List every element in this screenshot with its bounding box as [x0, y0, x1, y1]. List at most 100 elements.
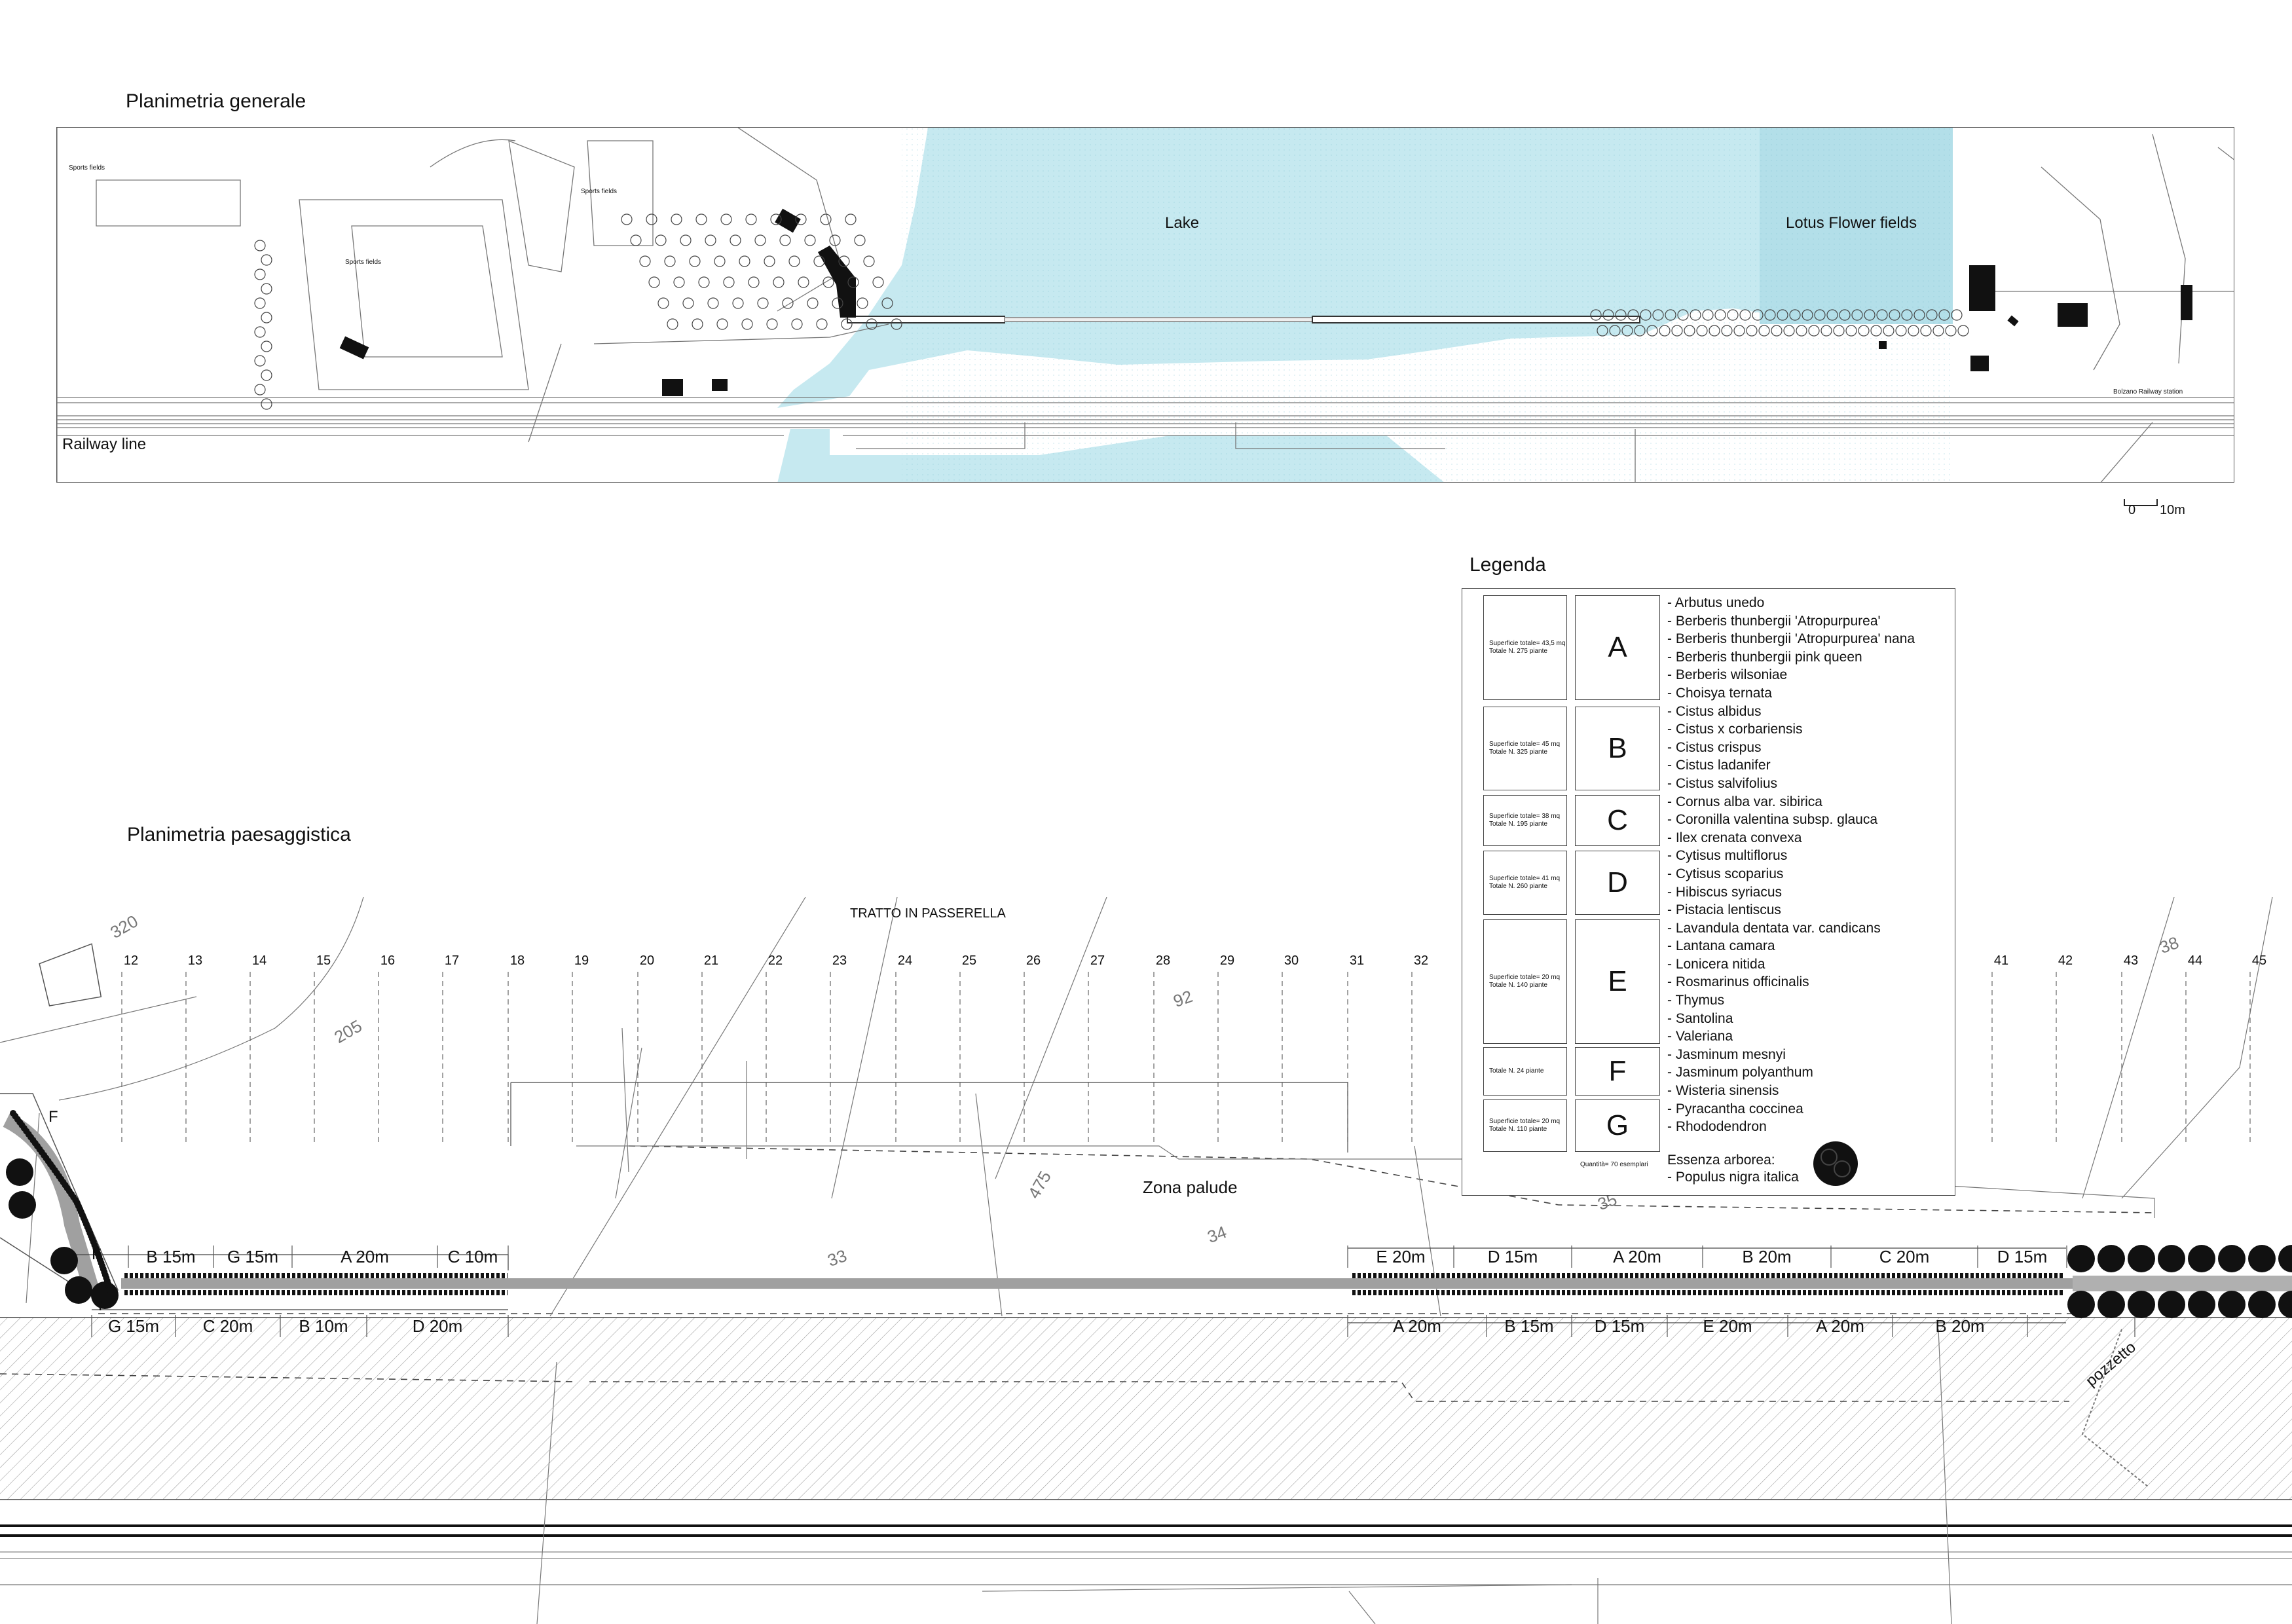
species-item: - Cornus alba var. sibirica [1667, 794, 1822, 809]
embankment-hatch [0, 1318, 2292, 1500]
landscape-plan-title: Planimetria paesaggistica [127, 824, 351, 845]
segment-label: C 10m [447, 1247, 498, 1266]
station-number: 19 [574, 953, 589, 968]
f-label-3: F [98, 1297, 108, 1314]
legend-info-f: Totale N. 24 piante [1483, 1047, 1567, 1096]
station-number: 32 [1413, 953, 1429, 968]
legend-letter-e: E [1575, 919, 1660, 1044]
species-item: - Cistus ladanifer [1667, 758, 1771, 773]
station-number: 14 [251, 953, 267, 968]
species-item: - Hibiscus syriacus [1667, 884, 1783, 900]
sports-fields-label-2: Sports fields [345, 259, 382, 266]
station-label: Bolzano Railway station [2113, 388, 2183, 396]
segment-label: A 20m [1613, 1247, 1661, 1266]
species-item: - Santolina [1667, 1010, 1733, 1026]
segment-label: C 20m [202, 1316, 253, 1336]
tree-quantity: Quantità= 70 esemplari [1580, 1161, 1648, 1168]
segment-label: E 20m [1703, 1316, 1752, 1336]
segment-label: D 15m [1594, 1316, 1645, 1336]
segment-label: D 15m [1487, 1247, 1538, 1266]
species-item: - Thymus [1667, 993, 1725, 1008]
species-item: - Lantana camara [1667, 938, 1775, 954]
f-label-1: F [48, 1108, 58, 1126]
passerella-label: TRATTO IN PASSERELLA [850, 906, 1006, 921]
station-number: 25 [961, 953, 977, 968]
poplar-tree-icon [1813, 1141, 1858, 1186]
segment-label: D 15m [1997, 1247, 2048, 1266]
species-item: - Berberis wilsoniae [1667, 667, 1788, 683]
station-number: 44 [2187, 953, 2203, 968]
legend-letter-a: A [1575, 595, 1660, 700]
species-item: - Cistus crispus [1667, 739, 1762, 755]
station-number: 30 [1284, 953, 1299, 968]
species-item: - Arbutus unedo [1667, 595, 1765, 610]
species-list: - Arbutus unedo - Berberis thunbergii 'At… [1667, 594, 1915, 1136]
species-item: - Pyracantha coccinea [1667, 1101, 1803, 1116]
tree-species: - Populus nigra italica [1667, 1170, 1799, 1185]
species-item: - Lonicera nitida [1667, 956, 1765, 972]
station-number: 26 [1026, 953, 1041, 968]
species-item: - Ilex crenata convexa [1667, 830, 1802, 845]
station-number: 23 [832, 953, 847, 968]
species-item: - Coronilla valentina subsp. glauca [1667, 812, 1878, 828]
station-number: 28 [1155, 953, 1171, 968]
species-item: - Cistus x corbariensis [1667, 722, 1803, 737]
f-label-2: F [92, 1246, 102, 1263]
species-item: - Berberis thunbergii pink queen [1667, 649, 1862, 665]
segment-label: B 20m [1935, 1316, 1985, 1336]
station-number: 45 [2251, 953, 2267, 968]
sports-fields-label-1: Sports fields [69, 164, 105, 172]
segment-label: E 20m [1376, 1247, 1426, 1266]
segment-label: A 20m [1393, 1316, 1441, 1336]
station-number: 29 [1219, 953, 1235, 968]
segment-label: A 20m [341, 1247, 389, 1266]
landscape-plan-drawing [0, 897, 2292, 1624]
species-item: - Berberis thunbergii 'Atropurpurea' [1667, 613, 1881, 629]
railway-label: Railway line [62, 435, 147, 453]
general-plan-trees [254, 213, 1969, 410]
station-number: 18 [509, 953, 525, 968]
species-item: - Rosmarinus officinalis [1667, 974, 1809, 990]
station-number: 15 [316, 953, 331, 968]
species-item: - Valeriana [1667, 1029, 1733, 1044]
station-number: 13 [187, 953, 203, 968]
segment-label: G 15m [107, 1316, 160, 1336]
station-number: 27 [1090, 953, 1105, 968]
species-item: - Berberis thunbergii 'Atropurpurea' nan… [1667, 631, 1915, 647]
station-number: 24 [897, 953, 913, 968]
legend-letter-g: G [1575, 1099, 1660, 1152]
station-number: 41 [1993, 953, 2009, 968]
legend-letter-f: F [1575, 1047, 1660, 1096]
general-plan-title: Planimetria generale [126, 90, 306, 112]
station-number: 12 [123, 953, 139, 968]
station-number: 21 [703, 953, 719, 968]
lotus-label: Lotus Flower fields [1786, 214, 1917, 232]
species-item: - Jasminum polyanthum [1667, 1065, 1813, 1080]
legend-letter-b: B [1575, 707, 1660, 790]
species-item: - Cytisus scoparius [1667, 866, 1784, 881]
zona-palude-label: Zona palude [1143, 1177, 1238, 1197]
station-number: 16 [380, 953, 396, 968]
general-plan: Lake Lotus Flower fields Railway line Sp… [56, 127, 2234, 483]
station-number: 31 [1349, 953, 1365, 968]
segment-label: D 20m [412, 1316, 463, 1336]
scale-bar [2124, 499, 2158, 506]
general-plan-drawing [57, 128, 2234, 482]
lake-label: Lake [1165, 214, 1200, 232]
species-item: - Cistus albidus [1667, 703, 1762, 719]
station-number: 20 [639, 953, 655, 968]
species-item: - Choisya ternata [1667, 685, 1772, 701]
species-item: - Rhododendron [1667, 1119, 1767, 1135]
station-number: 42 [2058, 953, 2073, 968]
segment-label: B 15m [146, 1247, 196, 1266]
segment-label: A 20m [1816, 1316, 1864, 1336]
species-item: - Cytisus multiflorus [1667, 848, 1788, 864]
species-item: - Pistacia lentiscus [1667, 902, 1781, 918]
species-item: - Jasminum mesnyi [1667, 1046, 1786, 1062]
